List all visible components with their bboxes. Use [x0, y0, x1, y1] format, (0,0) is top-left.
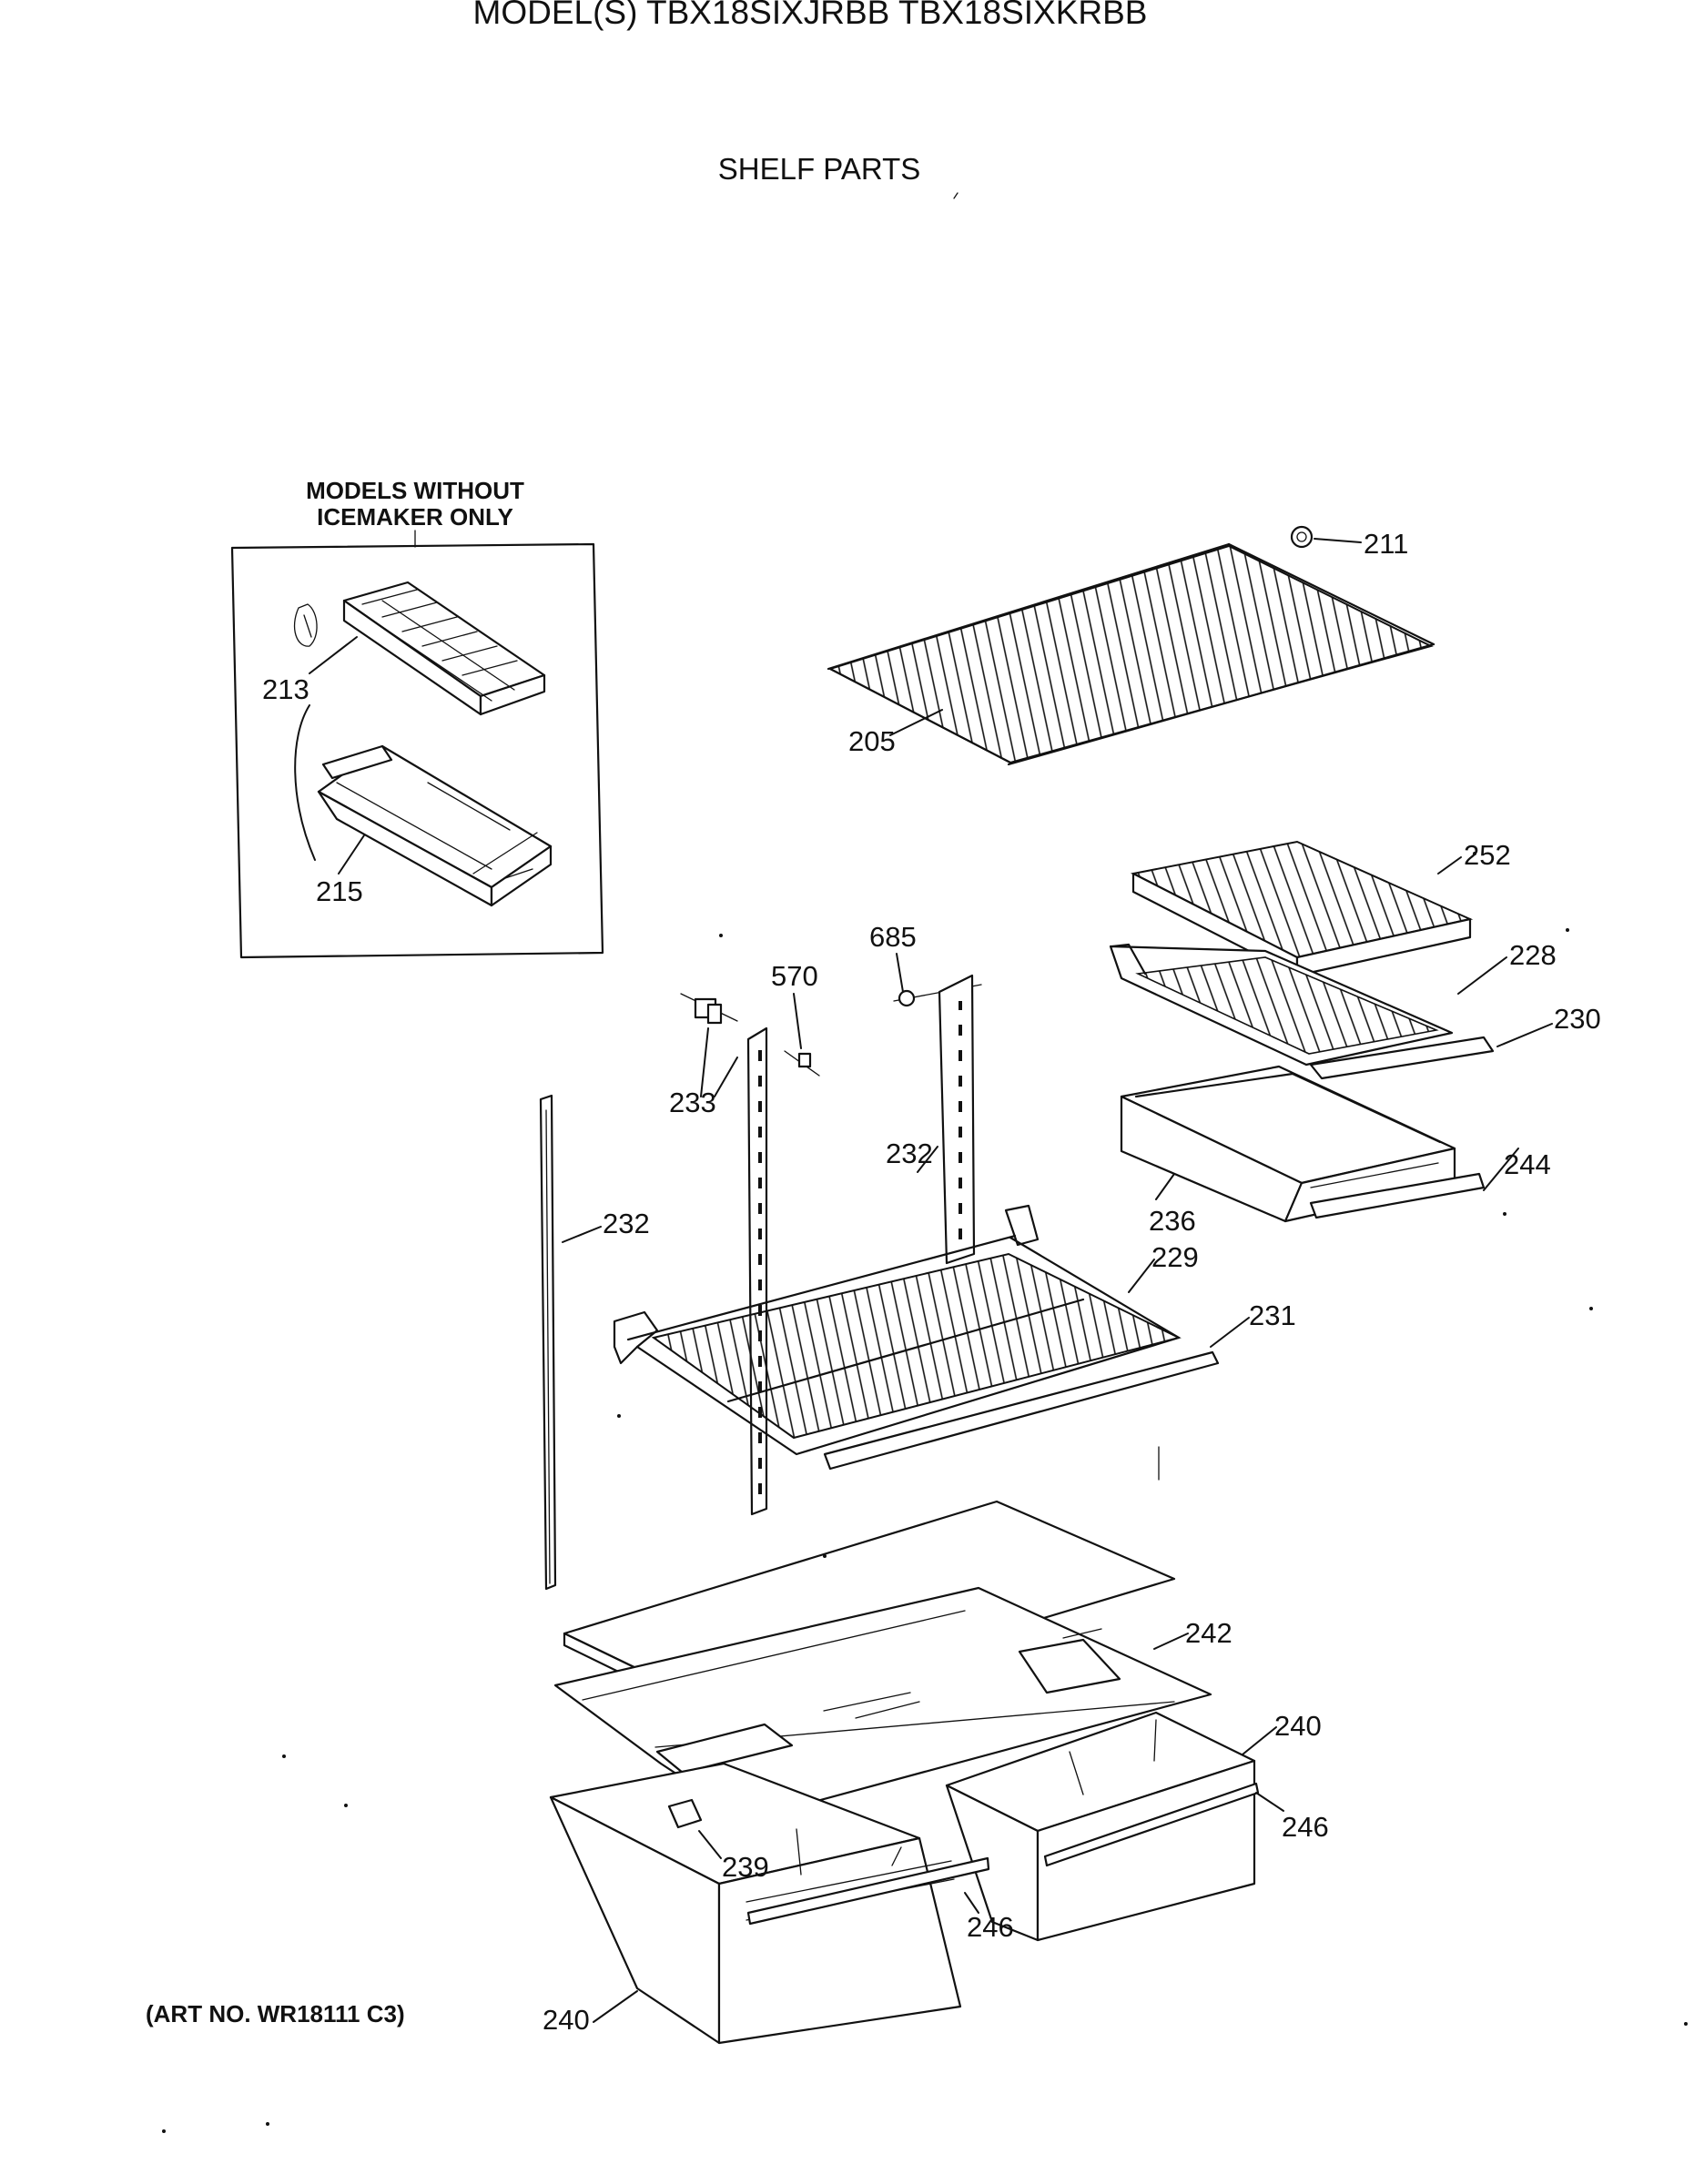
shelf-hardware: 233 570 685 — [669, 921, 982, 1118]
callout-236: 236 — [1149, 1205, 1196, 1237]
ice-storage-bucket — [317, 744, 553, 907]
model-numbers-heading: MODEL(S) TBX18SIXJRBB TBX18SIXKRBB — [473, 0, 1148, 31]
scan-specks — [162, 852, 1688, 2133]
shelf-ladder-left: 232 — [539, 1094, 650, 1591]
crisper-support-rail: 239 — [667, 1798, 769, 1883]
callout-229: 229 — [1151, 1241, 1199, 1273]
ice-cube-tray — [294, 581, 546, 716]
callout-228: 228 — [1509, 939, 1557, 971]
callout-570: 570 — [771, 960, 818, 992]
art-number: (ART NO. WR18111 C3) — [146, 2000, 405, 2027]
callout-239: 239 — [722, 1851, 769, 1883]
callout-244: 244 — [1504, 1148, 1551, 1180]
icemaker-inset: MODELS WITHOUT ICEMAKER ONLY 213 2 — [230, 477, 604, 959]
pan-front-trim: 244 — [1309, 1148, 1551, 1219]
crisper-drawer-left: 240 246 — [543, 1762, 1014, 2045]
cover-front-trim: 230 — [1309, 1003, 1601, 1080]
callout-231: 231 — [1249, 1299, 1296, 1331]
callout-246-left: 246 — [967, 1911, 1014, 1943]
refrigerator-wire-shelf: 229 — [613, 1204, 1199, 1456]
callout-240-left: 240 — [543, 2004, 590, 2036]
freezer-wire-shelf: 211 205 — [827, 525, 1435, 766]
callout-233: 233 — [669, 1087, 716, 1118]
shelf-ladder-right: 232 — [886, 974, 976, 1265]
crisper-drawer-right: 240 246 — [945, 1710, 1329, 1942]
callout-213: 213 — [262, 673, 309, 705]
section-title: SHELF PARTS — [718, 152, 921, 186]
callout-240-right: 240 — [1274, 1710, 1322, 1742]
pan-drawer: 236 — [1120, 1065, 1456, 1237]
callout-215: 215 — [316, 875, 363, 907]
inset-label-line1: MODELS WITHOUT — [306, 477, 524, 504]
callout-205: 205 — [848, 725, 896, 757]
cover-support-frame: 228 — [1109, 939, 1557, 1067]
callout-685: 685 — [869, 921, 917, 953]
callout-246-right: 246 — [1282, 1811, 1329, 1843]
crisper-cover-frame: 242 — [553, 1500, 1232, 1822]
callout-252: 252 — [1464, 839, 1511, 871]
callout-230: 230 — [1554, 1003, 1601, 1035]
shelf-ladder-center — [746, 1026, 768, 1516]
callout-232-lower: 232 — [603, 1208, 650, 1239]
inset-label-line2: ICEMAKER ONLY — [317, 503, 513, 531]
shelf-front-trim: 231 — [823, 1299, 1296, 1471]
callout-242: 242 — [1185, 1617, 1232, 1649]
callout-211: 211 — [1364, 528, 1408, 560]
callout-232-upper: 232 — [886, 1138, 933, 1169]
